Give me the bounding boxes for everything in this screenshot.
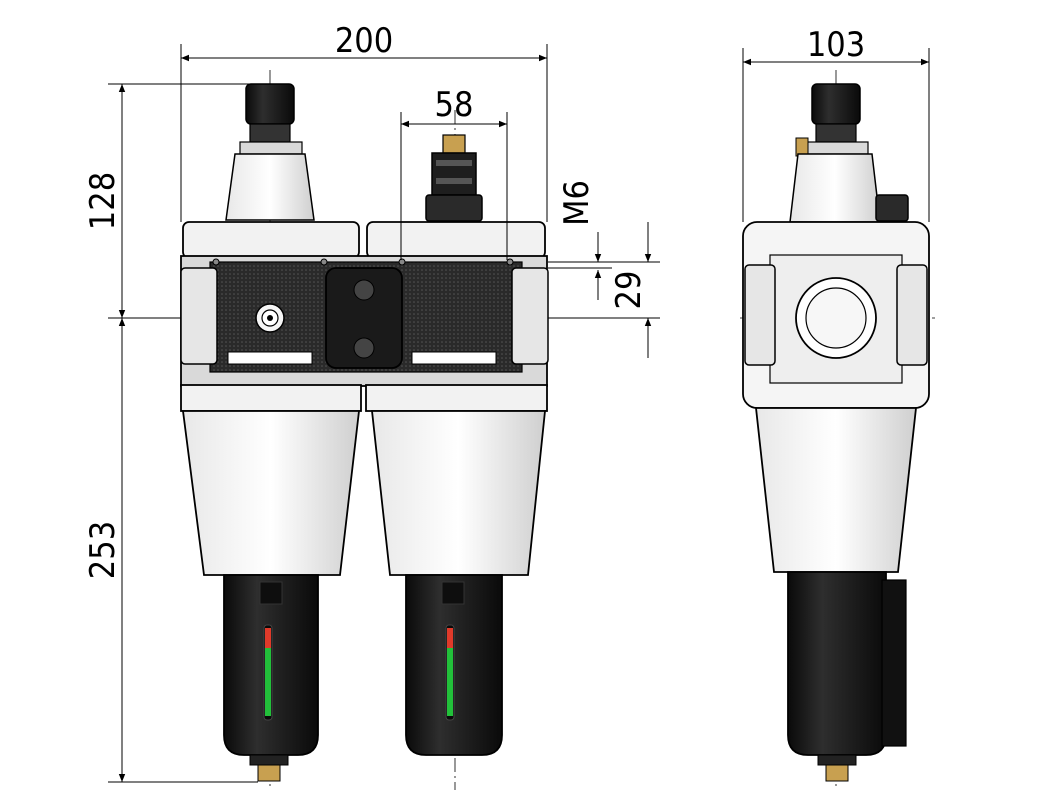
dimensions xyxy=(108,44,930,783)
bowl-guard-left xyxy=(223,574,319,782)
lower-cap-left xyxy=(180,384,362,412)
sight-glass-red-right xyxy=(447,628,453,648)
bowl-left xyxy=(181,410,361,576)
bowl-guard-right xyxy=(405,574,503,756)
side-view xyxy=(740,70,935,790)
sight-glass-red-left xyxy=(265,628,271,648)
dim-side-depth: 103 xyxy=(807,25,865,65)
gauge-port xyxy=(425,134,483,222)
body-band xyxy=(180,255,549,387)
sight-glass-green-left xyxy=(265,648,271,716)
front-view xyxy=(150,70,640,790)
dimension-labels: 200 58 103 128 253 M6 29 xyxy=(83,21,865,579)
dim-overall-width: 200 xyxy=(335,21,393,61)
top-cap-right xyxy=(366,221,546,259)
dim-mount-thread: M6 xyxy=(557,180,597,226)
dim-gauge-port-spacing: 58 xyxy=(435,85,474,125)
lower-cap-right xyxy=(365,384,548,412)
regulator-knob xyxy=(225,83,315,221)
sight-glass-green-right xyxy=(447,648,453,716)
bowl-right xyxy=(370,410,546,576)
dim-mount-spacing: 29 xyxy=(609,271,649,310)
dim-upper-height: 128 xyxy=(83,172,123,230)
dim-lower-height: 253 xyxy=(83,521,123,579)
top-cap-left xyxy=(182,221,360,259)
